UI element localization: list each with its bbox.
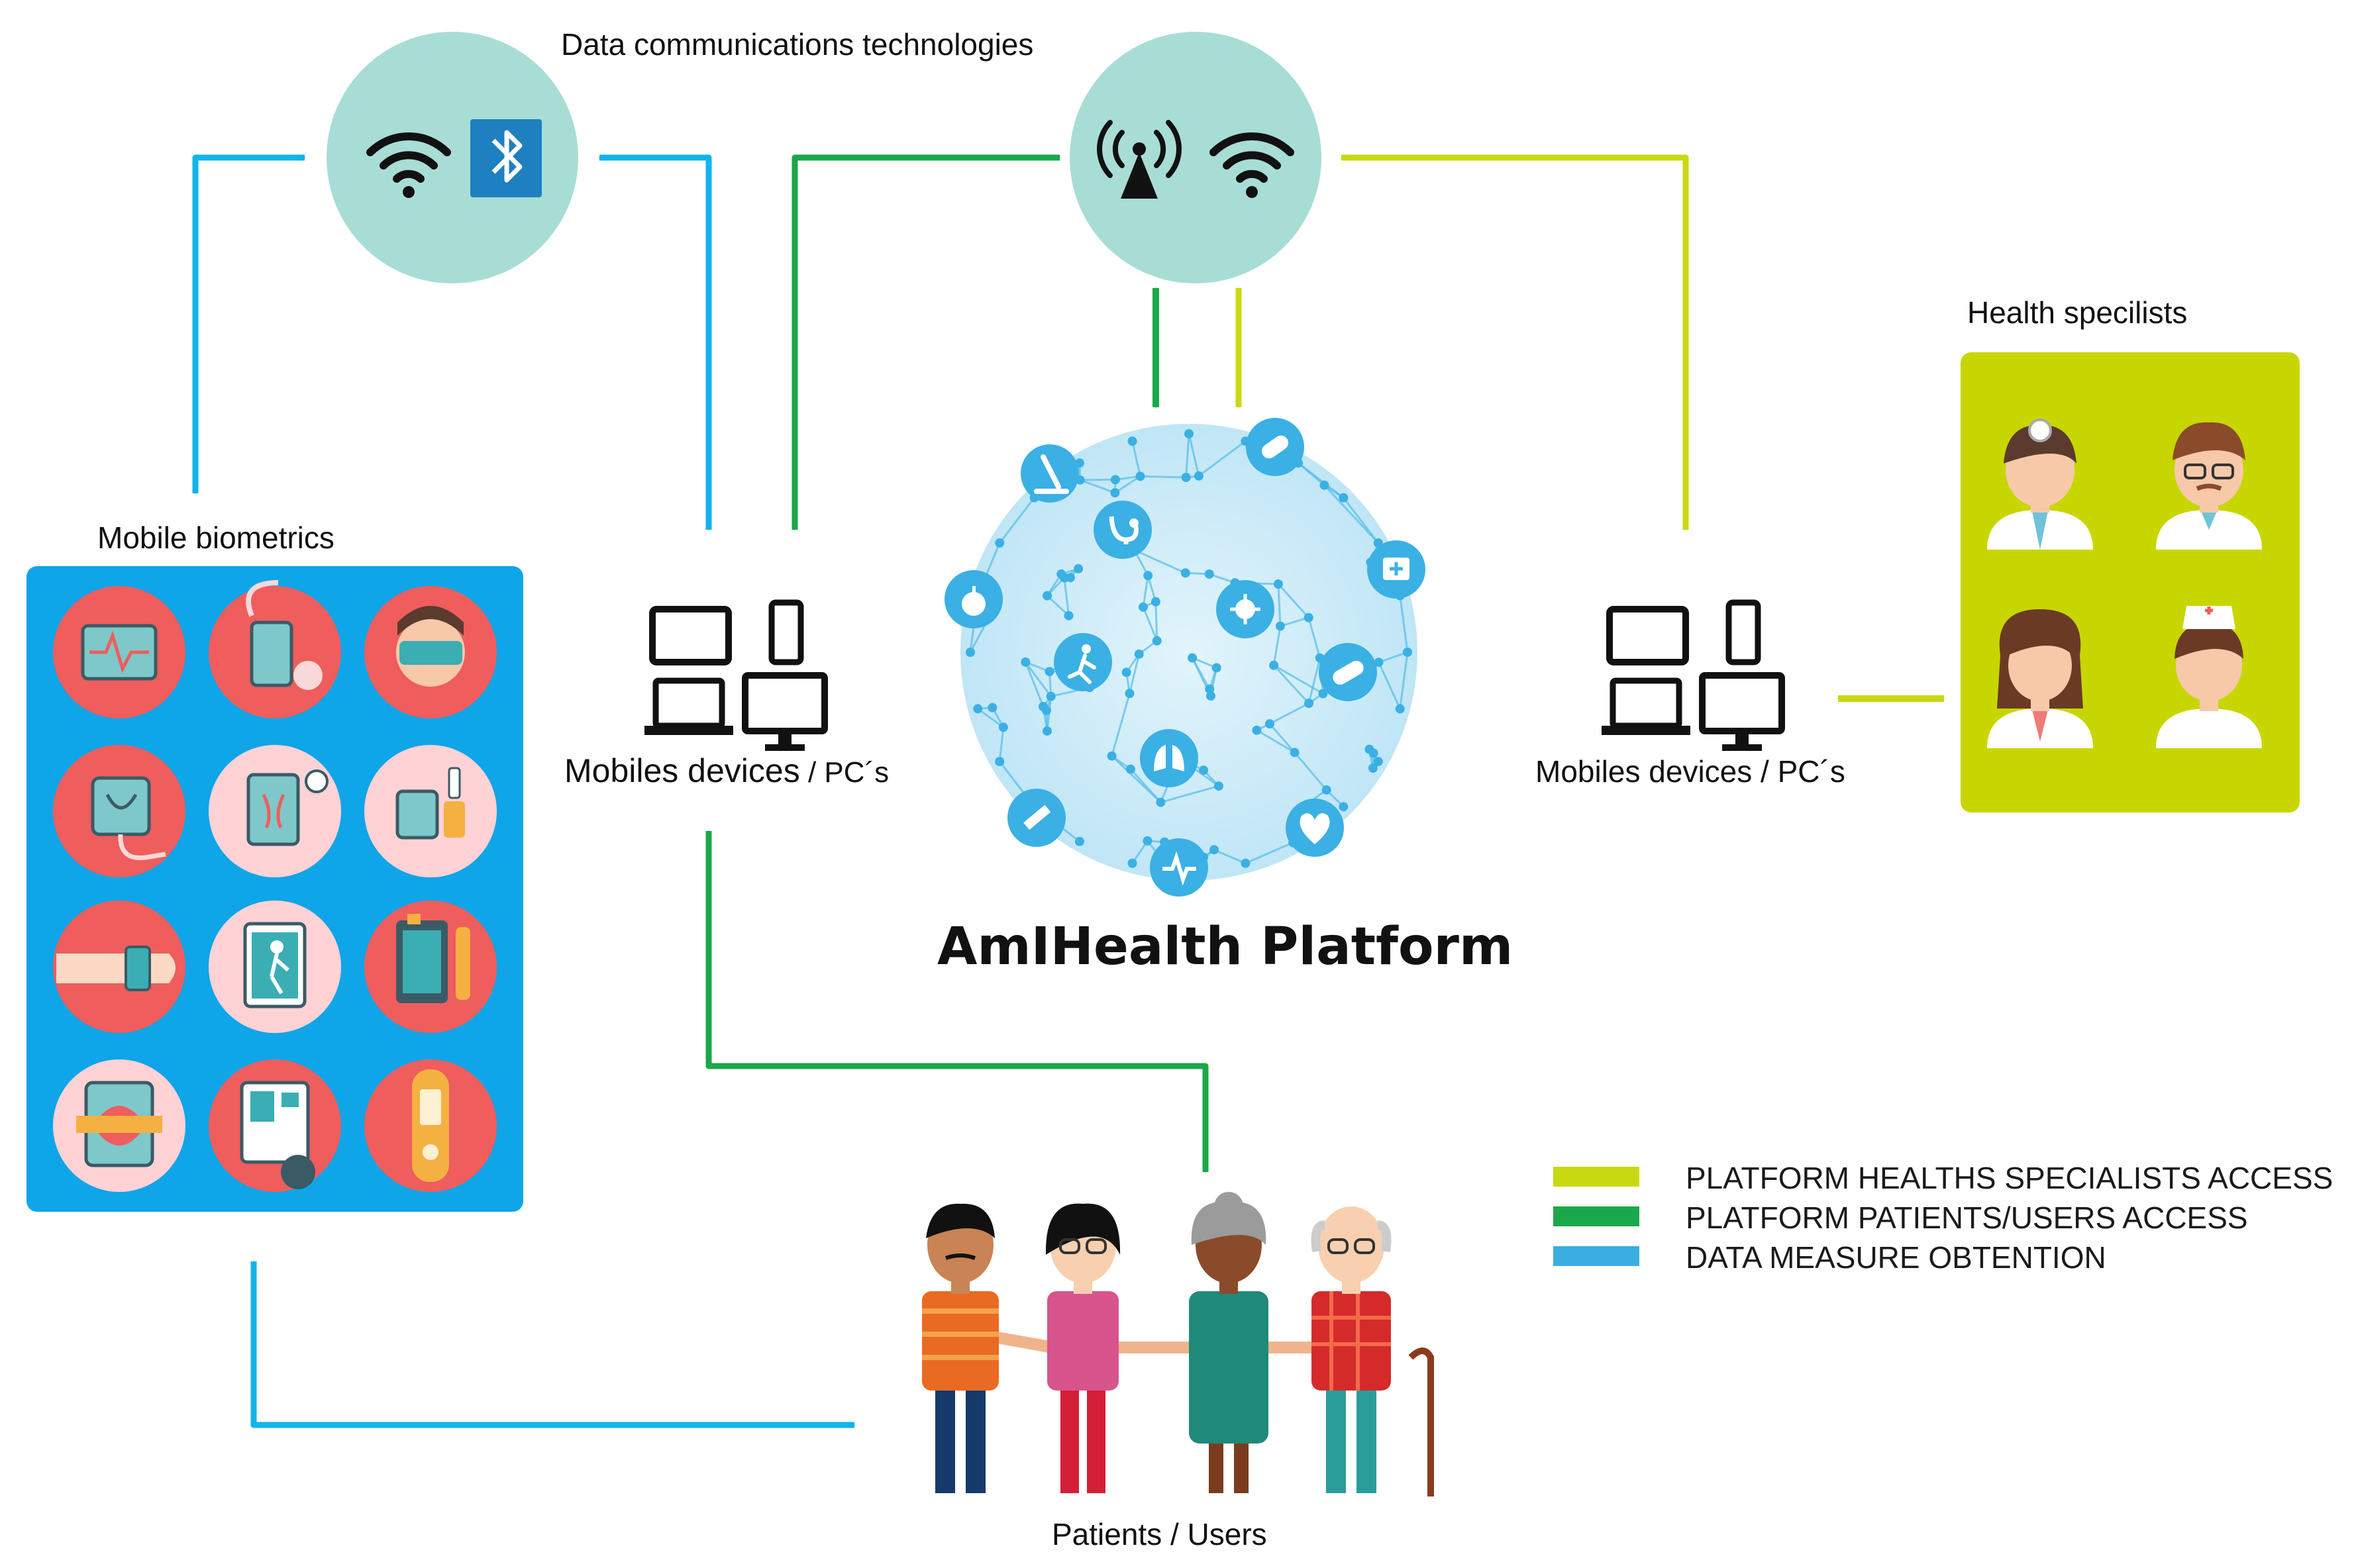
legend-swatch-specialists (1553, 1167, 1639, 1187)
monitor-icon (649, 606, 732, 665)
desktop-icon (1699, 672, 1785, 751)
biometric-device-vr-headset (364, 586, 497, 718)
phone-icon (768, 599, 804, 665)
legend-swatch-data (1553, 1246, 1639, 1266)
devices-right-icons (1602, 599, 1785, 751)
legend-label-patients: PLATFORM PATIENTS/USERS ACCESS (1686, 1200, 2248, 1235)
patients-group (922, 1192, 1434, 1496)
patient-avatar (1045, 1203, 1121, 1493)
bandage-icon (1319, 643, 1377, 701)
bluetooth-icon (470, 119, 542, 197)
devices-right-label: Mobiles devices / PC´s (1535, 754, 1845, 789)
phone-icon (1725, 599, 1761, 665)
monitor-icon (1606, 606, 1689, 665)
platform-title: AmIHealth Platform (937, 917, 1513, 977)
heartbeat-icon (1286, 799, 1344, 857)
amihealth-platform-globe (945, 418, 1425, 897)
pills-icon (1246, 418, 1304, 476)
data-comm-label: Data communications technologies (561, 27, 1034, 62)
biometric-device-spirometer (209, 745, 341, 877)
biometric-device-grid (53, 580, 497, 1192)
legend-label-data: DATA MEASURE OBTENTION (1686, 1240, 2106, 1275)
laptop-icon (644, 677, 733, 735)
desktop-icon (742, 672, 828, 751)
patient-avatar (1189, 1192, 1268, 1493)
biometric-device-ecg (53, 586, 185, 718)
devices-left-label-main: Mobiles devices (564, 752, 800, 789)
virus-icon (1216, 580, 1274, 638)
stethoscope-icon (1094, 501, 1152, 559)
biometric-device-fitness-tablet (209, 901, 341, 1033)
biometric-device-heart-monitor (53, 1059, 185, 1192)
legend-label-specialists: PLATFORM HEALTHS SPECIALISTS ACCESS (1686, 1161, 2333, 1195)
arrow-biometrics-patients (250, 1260, 856, 1428)
arrow-hub-biometrics (192, 154, 306, 495)
biometric-device-glucometer (209, 580, 341, 718)
patients-label: Patients / Users (1052, 1517, 1267, 1551)
lungs-icon (1140, 729, 1198, 787)
doctor-avatar (1987, 418, 2093, 550)
arrow-hub-left-devices (598, 154, 712, 531)
wifi-icon (366, 132, 451, 198)
patient-avatar (1311, 1206, 1434, 1496)
biometric-device-bp-monitor (209, 1059, 341, 1192)
devices-left-icons (644, 599, 828, 751)
medical-kit-icon (1367, 540, 1425, 599)
platform-node-icons (945, 418, 1425, 897)
nurse-avatar (2156, 606, 2262, 748)
biometric-device-smartwatch (53, 901, 185, 1033)
devices-left-label-suffix: / PC´s (799, 756, 890, 789)
ecg-icon (1150, 838, 1208, 897)
mobile-biometrics-panel (26, 566, 523, 1212)
health-specialists-panel (1961, 352, 2300, 812)
devices-left-label: Mobiles devices / PC´s (564, 752, 889, 790)
right-hub (1070, 32, 1321, 283)
doctor-avatar (2156, 422, 2262, 550)
legend-swatch-patients (1553, 1206, 1639, 1226)
arrow-left-devices-patients (705, 830, 1209, 1173)
microscope-icon (1021, 444, 1079, 503)
apple-icon (945, 570, 1003, 628)
biometric-device-glucose-pen (364, 901, 497, 1033)
runner-icon (1054, 633, 1112, 691)
biometric-device-blood-pressure (53, 745, 185, 877)
biometric-device-oximeter (364, 745, 497, 877)
mobile-biometrics-label: Mobile biometrics (97, 520, 334, 555)
arrow-left-devices-right-hub (792, 154, 1061, 531)
doctor-avatar (1987, 609, 2093, 748)
patient-avatar (922, 1203, 999, 1493)
cell-tower-icon (1097, 120, 1182, 199)
wifi-icon (1209, 132, 1294, 198)
laptop-icon (1602, 677, 1690, 735)
health-specialists-label: Health specilists (1967, 295, 2188, 330)
syringe-icon (1007, 789, 1066, 847)
arrow-hub-right-devices (1340, 154, 1689, 531)
biometric-device-thermometer (364, 1059, 497, 1192)
left-hub (327, 32, 578, 283)
arrows (192, 154, 1945, 1428)
legend (1553, 1167, 1639, 1266)
